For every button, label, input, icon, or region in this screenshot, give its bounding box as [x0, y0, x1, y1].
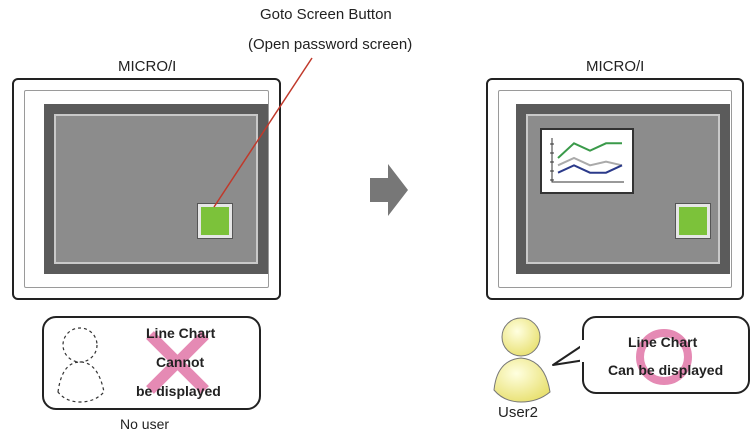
no-user-head-icon — [62, 327, 98, 363]
device-left — [12, 78, 281, 300]
left-bubble-line3: be displayed — [136, 383, 221, 399]
line-chart-svg — [550, 138, 624, 183]
callout-label-line2: (Open password screen) — [248, 36, 413, 53]
callout-line — [213, 57, 313, 208]
device-right-frame — [498, 90, 732, 288]
bubble-tail-gap — [580, 340, 586, 362]
denied-cross-icon-stroke — [146, 331, 209, 394]
right-bubble-line2: Can be displayed — [608, 362, 724, 378]
device-label-right: MICRO/I — [586, 58, 645, 75]
allowed-circle-icon — [636, 329, 692, 385]
goto-screen-button-right[interactable] — [675, 203, 711, 239]
no-user-caption: No user — [120, 416, 170, 432]
device-left-screen — [54, 114, 258, 264]
left-bubble-line1: Line Chart — [146, 325, 216, 341]
chart-series-line-3 — [557, 164, 623, 174]
left-bubble-line2: Cannot — [156, 354, 205, 370]
right-bubble-line1: Line Chart — [628, 334, 698, 350]
chart-series-line-1 — [557, 142, 622, 159]
speech-bubble-tail — [552, 344, 586, 366]
user2-head-icon — [501, 317, 541, 357]
chart-series-line-2 — [557, 156, 623, 167]
device-label-left: MICRO/I — [118, 58, 177, 75]
no-user-panel — [42, 316, 261, 410]
callout-label-line1: Goto Screen Button — [260, 6, 392, 23]
line-chart-widget — [540, 128, 634, 194]
transition-arrow — [370, 164, 408, 216]
no-user-body-icon — [57, 361, 105, 403]
device-left-frame — [24, 90, 269, 288]
user2-caption: User2 — [498, 404, 539, 421]
user2-body-icon — [493, 357, 551, 403]
